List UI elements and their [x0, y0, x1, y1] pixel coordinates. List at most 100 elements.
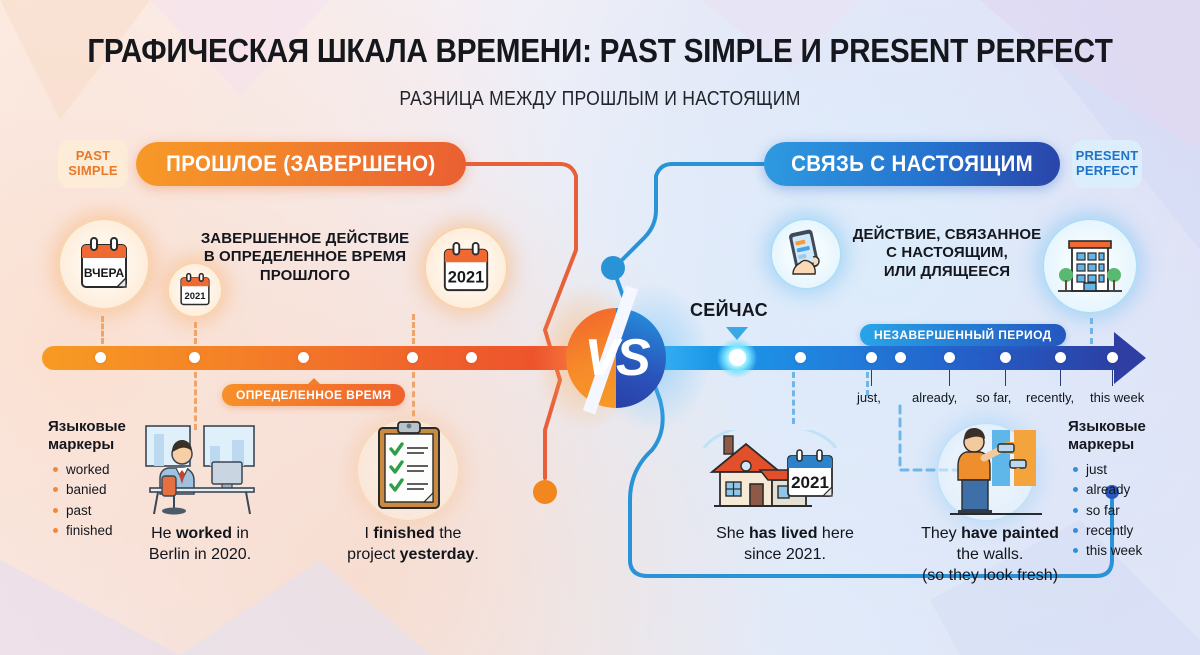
present-description-line1: ДЕЙСТВИЕ, СВЯЗАННОЕ — [852, 226, 1042, 243]
caption-has-lived-a: She — [716, 525, 749, 542]
list-item: this week — [1072, 541, 1142, 561]
dash-connector — [194, 322, 197, 344]
present-banner: СВЯЗЬ С НАСТОЯЩИМ — [764, 142, 1060, 186]
painter-icon — [950, 428, 1042, 515]
now-marker-dot — [729, 349, 746, 366]
caption-finished-bold: finished — [373, 525, 435, 542]
tick-line — [871, 370, 872, 386]
tick-label-so-far: so far, — [976, 390, 1012, 405]
timeline-dot — [1107, 352, 1118, 363]
timeline-dot — [795, 352, 806, 363]
past-description-line1: ЗАВЕРШЕННОЕ ДЕЙСТВИЕ — [200, 230, 410, 247]
past-simple-chip-line2: SIMPLE — [68, 163, 118, 178]
timeline-arrow-head — [1114, 332, 1146, 384]
tick-line — [1005, 370, 1006, 386]
timeline-dot — [866, 352, 877, 363]
tick-label-recently: recently, — [1026, 390, 1075, 405]
caption-has-lived-c: here — [817, 525, 854, 542]
list-item: already — [1072, 480, 1142, 500]
calendar-small-badge: 2021 — [167, 262, 223, 318]
now-pointer-icon — [726, 327, 748, 340]
caption-worked-line2: Berlin in 2020. — [148, 545, 252, 563]
present-markers-list: just already so far recently this week — [1072, 460, 1142, 561]
caption-worked-a: He — [151, 525, 176, 542]
dash-connector — [101, 316, 104, 344]
present-perfect-chip-line1: PRESENT — [1075, 148, 1139, 164]
present-perfect-chip-line2: PERFECT — [1075, 163, 1139, 178]
list-item: recently — [1072, 521, 1142, 541]
dash-connector — [1090, 318, 1093, 344]
timeline-dot — [466, 352, 477, 363]
past-simple-chip-line1: PAST — [75, 148, 111, 164]
timeline-dot — [189, 352, 200, 363]
past-banner-label: ПРОШЛОЕ (ЗАВЕРШЕНО) — [166, 151, 436, 176]
caption-finished-bold2: yesterday — [399, 545, 475, 563]
present-description-line3: ИЛИ ДЛЯЩЕЕСЯ — [883, 262, 1011, 280]
dash-connector — [194, 372, 197, 430]
caption-finished-c: the — [434, 525, 462, 542]
calendar-2021-icon: 2021 — [443, 242, 489, 292]
caption-finished-d: project — [347, 545, 400, 563]
caption-finished-e: . — [474, 545, 479, 563]
past-banner: ПРОШЛОЕ (ЗАВЕРШЕНО) — [136, 142, 466, 186]
tick-label-already: already, — [912, 390, 958, 405]
caption-worked: He worked in Berlin in 2020. — [130, 524, 270, 566]
tick-line — [1112, 370, 1113, 386]
page-title: ГРАФИЧЕСКАЯ ШКАЛА ВРЕМЕНИ: PAST SIMPLE И… — [87, 32, 1113, 69]
past-description: ЗАВЕРШЕННОЕ ДЕЙСТВИЕ В ОПРЕДЕЛЕННОЕ ВРЕМ… — [180, 230, 430, 285]
list-item: so far — [1072, 501, 1142, 521]
caption-have-painted: They have painted the walls. (so they lo… — [900, 524, 1080, 586]
past-description-line3: ПРОШЛОГО — [259, 266, 351, 284]
past-markers-title-line2: маркеры — [48, 436, 115, 453]
calendar-2021-text: 2021 — [448, 268, 484, 286]
tick-label-this-week: this week — [1090, 390, 1145, 405]
caption-have-painted-a: They — [921, 525, 962, 542]
calendar-2021-badge: 2021 — [424, 226, 508, 310]
caption-finished: I finished the project yesterday. — [338, 524, 488, 566]
tick-line — [1060, 370, 1061, 386]
vs-label: VS — [584, 329, 650, 387]
dash-connector — [412, 314, 415, 344]
calendar-yesterday-badge: ВЧЕРА — [58, 218, 150, 310]
caption-has-lived: She has lived here since 2021. — [700, 524, 870, 566]
present-description: ДЕЙСТВИЕ, СВЯЗАННОЕ С НАСТОЯЩИМ, ИЛИ ДЛЯ… — [822, 226, 1072, 281]
caption-has-lived-line2: since 2021. — [744, 545, 826, 563]
calendar-yesterday-text: ВЧЕРА — [84, 266, 125, 280]
building-icon — [1058, 240, 1122, 292]
timeline-dot — [95, 352, 106, 363]
dash-connector — [866, 372, 869, 396]
calendar-yesterday-icon: ВЧЕРА — [81, 237, 127, 288]
past-description-line2: В ОПРЕДЕЛЕННОЕ ВРЕМЯ — [203, 248, 407, 266]
clipboard-checklist-icon — [378, 421, 440, 509]
dash-connector — [792, 372, 795, 424]
present-markers-title: Языковые маркеры — [1068, 418, 1146, 454]
caption-worked-c: in — [232, 525, 249, 542]
list-item: just — [1072, 460, 1142, 480]
list-item: finished — [52, 521, 113, 541]
vs-badge: VS — [532, 282, 712, 432]
past-simple-chip: PAST SIMPLE — [58, 140, 128, 188]
caption-finished-a: I — [364, 525, 374, 542]
definite-time-label: ОПРЕДЕЛЕННОЕ ВРЕМЯ — [236, 388, 392, 402]
calendar-small-text: 2021 — [185, 291, 206, 302]
present-banner-label: СВЯЗЬ С НАСТОЯЩИМ — [790, 151, 1033, 176]
present-description-line2: С НАСТОЯЩИМ, — [886, 244, 1008, 262]
house-calendar-icon: 2021 — [702, 430, 838, 507]
house-calendar-badge: 2021 — [787, 449, 833, 497]
present-perfect-chip: PRESENT PERFECT — [1072, 140, 1142, 188]
page-subtitle: РАЗНИЦА МЕЖДУ ПРОШЛЫМ И НАСТОЯЩИМ — [399, 88, 801, 110]
tick-line — [949, 370, 950, 386]
caption-have-painted-bold: have painted — [961, 525, 1059, 542]
phone-hand-badge — [770, 218, 842, 290]
caption-worked-bold: worked — [175, 525, 232, 542]
past-markers-title: Языковые маркеры — [48, 418, 126, 454]
phone-hand-icon — [789, 229, 820, 275]
timeline-dot — [1055, 352, 1066, 363]
list-item: past — [52, 501, 113, 521]
past-markers-title-line1: Языковые — [48, 418, 126, 435]
pill-notch — [307, 378, 320, 384]
list-item: banied — [52, 480, 113, 500]
present-markers-title-line2: маркеры — [1068, 436, 1135, 453]
list-item: worked — [52, 460, 113, 480]
